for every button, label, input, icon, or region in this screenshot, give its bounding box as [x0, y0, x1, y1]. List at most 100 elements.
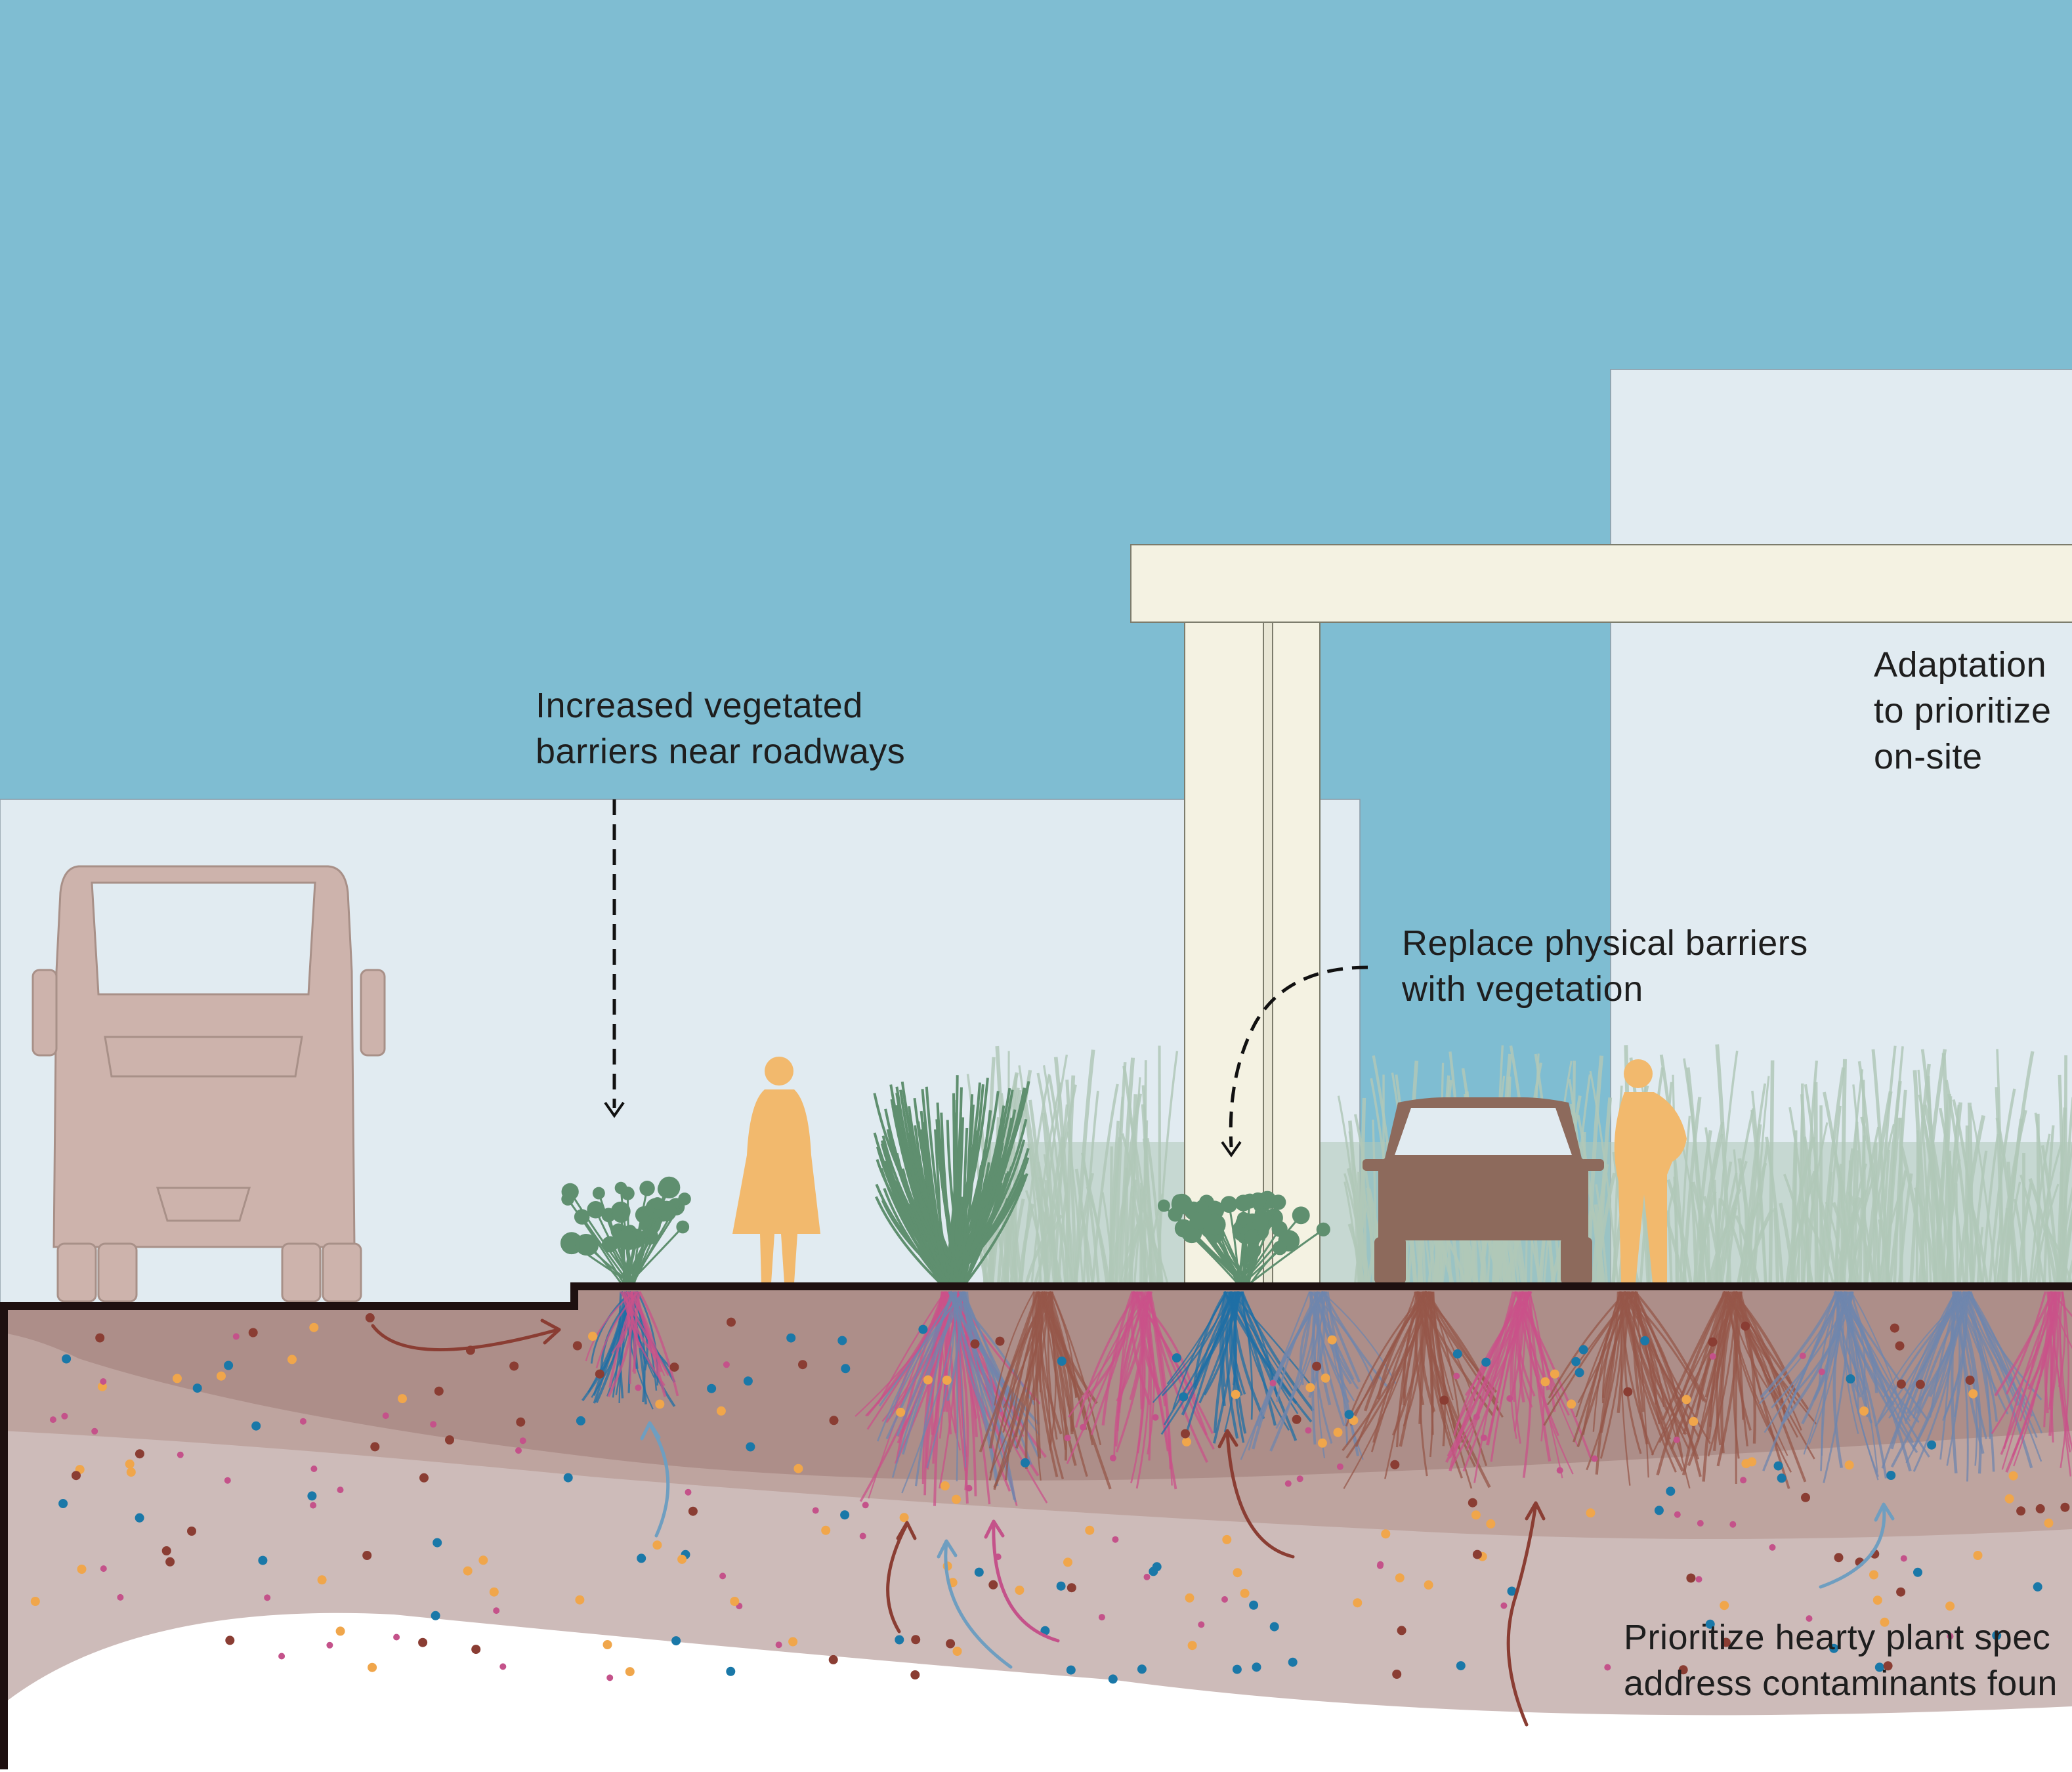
contaminant-dot	[1896, 1379, 1906, 1389]
root-strand	[1025, 1291, 1045, 1469]
contaminant-dot	[1305, 1427, 1312, 1434]
contaminant-dot	[1080, 1424, 1087, 1431]
root-strand	[923, 1291, 944, 1496]
contaminant-dot	[840, 1510, 850, 1520]
contaminant-dot	[251, 1421, 261, 1431]
callout-dashed-line	[1229, 965, 1368, 1148]
root-strand	[1543, 1291, 1634, 1426]
contaminant-dot	[1913, 1567, 1922, 1577]
car-wheel	[1561, 1237, 1592, 1284]
contaminant-dot	[95, 1333, 105, 1343]
contaminant-dot	[1232, 1664, 1242, 1674]
contaminant-dot	[1269, 1622, 1279, 1632]
contaminant-dot	[1439, 1395, 1449, 1405]
contaminant-dot	[382, 1412, 389, 1420]
contaminant-dot	[161, 1546, 171, 1555]
contaminant-dot	[1586, 1508, 1596, 1518]
shrub-leaf	[612, 1205, 630, 1223]
contaminant-dot	[1973, 1551, 1983, 1560]
contaminant-dot	[1312, 1361, 1322, 1371]
arrow-uptake	[992, 1521, 1060, 1643]
contaminant-dot	[1872, 1595, 1882, 1605]
contaminant-dot	[1567, 1399, 1576, 1409]
root-strand	[1548, 1290, 1628, 1399]
contaminant-dot	[1221, 1596, 1228, 1603]
contaminant-dot	[1777, 1473, 1787, 1483]
root-strand	[1222, 1291, 1229, 1387]
contaminant-dot	[1729, 1521, 1737, 1528]
contaminant-dot	[775, 1641, 782, 1649]
contaminant-dot	[1057, 1357, 1067, 1366]
root-strand	[961, 1291, 1040, 1458]
root-strand	[1225, 1291, 1239, 1439]
arrow-uptake-head	[1525, 1501, 1546, 1521]
root-strand	[1040, 1291, 1067, 1450]
contaminant-dot	[1390, 1460, 1400, 1469]
contaminant-dot	[1945, 1601, 1955, 1611]
contaminant-dot	[1172, 1353, 1181, 1362]
contaminant-dot	[1056, 1581, 1066, 1591]
contaminant-dot	[655, 1399, 665, 1409]
contaminant-dot	[1550, 1369, 1559, 1379]
shrub-leaf	[616, 1229, 637, 1250]
contaminant-dot	[1284, 1480, 1292, 1487]
contaminant-dot	[1695, 1576, 1702, 1583]
root-strand	[1032, 1291, 1042, 1481]
contaminant-dot	[1288, 1657, 1298, 1667]
annotation-adaptation: Adaptation to prioritize on-site	[1874, 642, 2052, 780]
contaminant-dot	[1895, 1341, 1905, 1351]
contaminant-dot	[1452, 1349, 1462, 1359]
contaminant-dot	[1896, 1587, 1906, 1597]
contaminant-dot	[1927, 1440, 1937, 1450]
root-strand	[1624, 1291, 1684, 1472]
contaminant-dot	[730, 1597, 740, 1606]
contaminant-dot	[2016, 1506, 2026, 1516]
bus-window	[91, 881, 316, 996]
root-strand	[1836, 1291, 1911, 1422]
root-strand	[979, 1291, 1039, 1452]
contaminant-dot	[1678, 1665, 1688, 1675]
contaminant-dot	[970, 1339, 980, 1349]
contaminant-dot	[248, 1328, 258, 1338]
root-strand	[946, 1291, 963, 1401]
contaminant-dot	[326, 1641, 333, 1649]
contaminant-dot	[727, 1317, 736, 1327]
contaminant-dot	[1112, 1536, 1119, 1543]
root-strand	[1733, 1290, 1787, 1416]
contaminant-dot	[899, 1513, 909, 1523]
contaminant-dot	[1773, 1461, 1783, 1471]
contaminant-dot	[493, 1607, 500, 1614]
contaminant-dot	[100, 1565, 107, 1572]
contaminant-dot	[841, 1364, 851, 1374]
arrow-uptake-head	[540, 1318, 561, 1345]
ornamental-grass-blade	[963, 1173, 1028, 1286]
contaminant-dot	[2044, 1518, 2054, 1528]
root-strand	[1485, 1291, 1521, 1446]
contaminant-dot	[1336, 1463, 1343, 1470]
contaminant-dot	[1674, 1511, 1681, 1518]
contaminant-dot	[317, 1575, 327, 1585]
contaminant-dot	[677, 1554, 687, 1564]
root-strand	[1513, 1291, 1527, 1431]
person-woman	[732, 1089, 820, 1283]
shrub-leaf	[1157, 1199, 1170, 1212]
contaminant-dot	[995, 1336, 1005, 1346]
shrub-leaf	[1270, 1194, 1286, 1210]
contaminant-dot	[1456, 1661, 1466, 1671]
shrub-leaf	[1246, 1243, 1261, 1259]
root-strand	[1448, 1291, 1531, 1459]
contaminant-dot	[1591, 1455, 1598, 1462]
callout-arrows	[604, 799, 1368, 1158]
contaminant-dot	[1143, 1573, 1151, 1580]
annotation-line: Replace physical barriers	[1402, 923, 1808, 963]
contaminant-dot	[862, 1502, 869, 1509]
shrub-stem	[1247, 1229, 1324, 1286]
root-strand	[1309, 1291, 1375, 1385]
contaminant-dot	[1859, 1406, 1869, 1416]
contaminant-dot	[1296, 1475, 1303, 1483]
contaminant-dot	[177, 1451, 184, 1458]
contaminant-dot	[1108, 1674, 1118, 1684]
root-strand	[1670, 1291, 1726, 1450]
car-windshield	[1395, 1108, 1572, 1155]
root-strand	[1037, 1291, 1051, 1451]
